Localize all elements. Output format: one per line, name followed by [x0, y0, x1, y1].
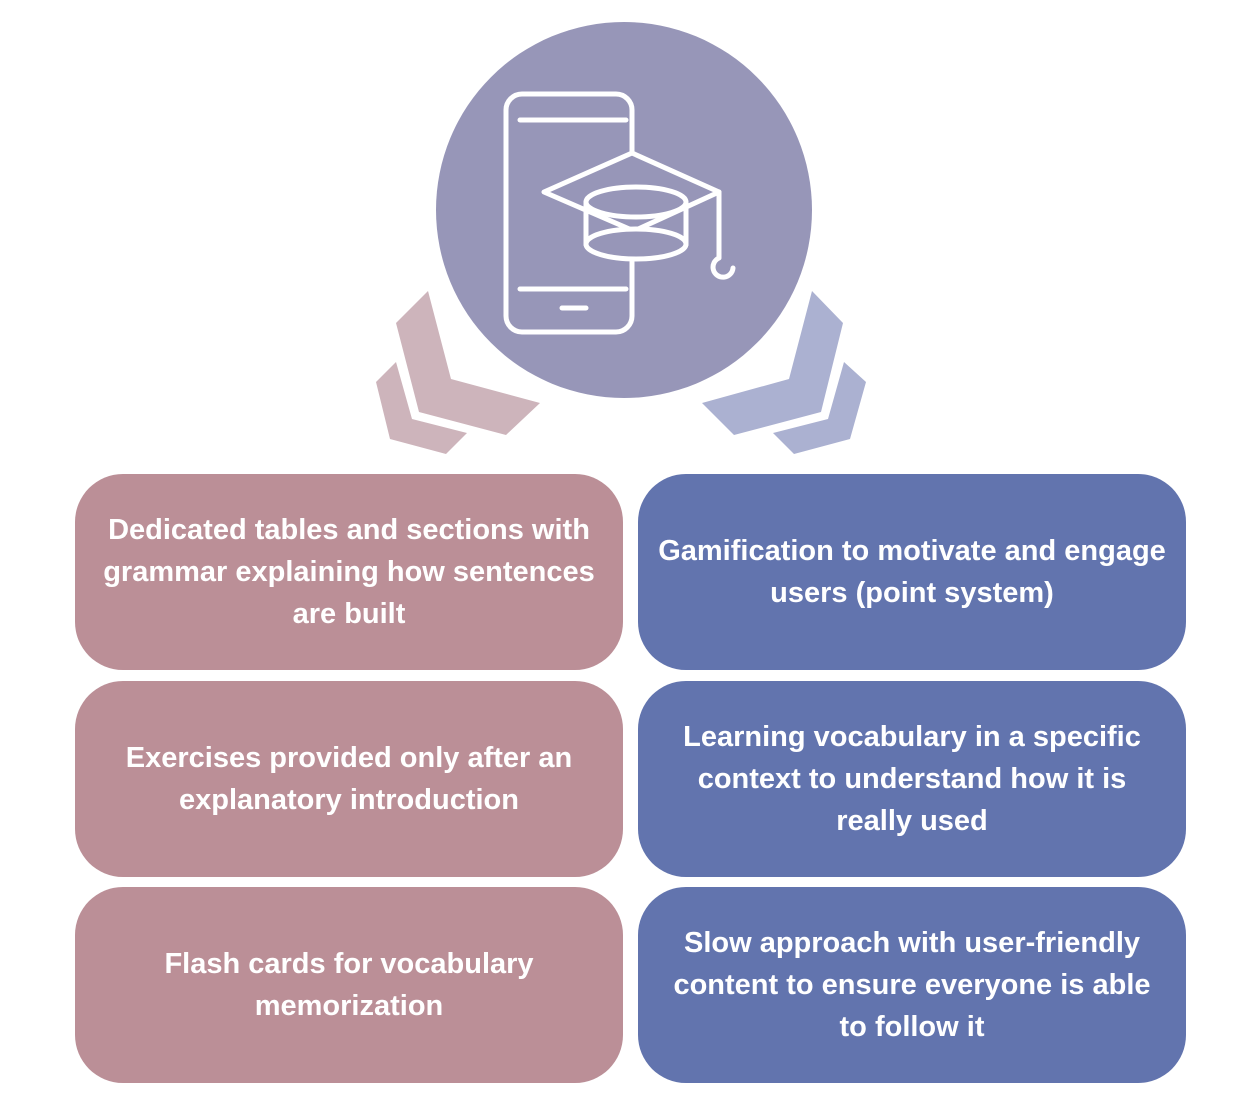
right-feature-box: Gamification to motivate and engage user… [638, 474, 1186, 670]
feature-text: Gamification to motivate and engage user… [658, 535, 1166, 609]
feature-text: Exercises provided only after an explana… [125, 742, 573, 816]
mobile-learning-graduation-cap-icon [503, 91, 736, 335]
feature-text: Slow approach with user-friendly content… [673, 927, 1151, 1043]
left-chevron-icon [376, 291, 540, 454]
feature-text: Learning vocabulary in a specific contex… [683, 721, 1141, 837]
right-feature-box: Learning vocabulary in a specific contex… [638, 681, 1186, 877]
chevron-arrows [376, 291, 866, 454]
right-chevron-icon [702, 291, 866, 454]
feature-text: Dedicated tables and sections with gramm… [103, 514, 595, 630]
left-feature-box: Dedicated tables and sections with gramm… [75, 474, 623, 670]
left-feature-box: Exercises provided only after an explana… [75, 681, 623, 877]
right-feature-box: Slow approach with user-friendly content… [638, 887, 1186, 1083]
feature-text: Flash cards for vocabulary memorization [164, 948, 534, 1022]
left-feature-box: Flash cards for vocabulary memorization [75, 887, 623, 1083]
